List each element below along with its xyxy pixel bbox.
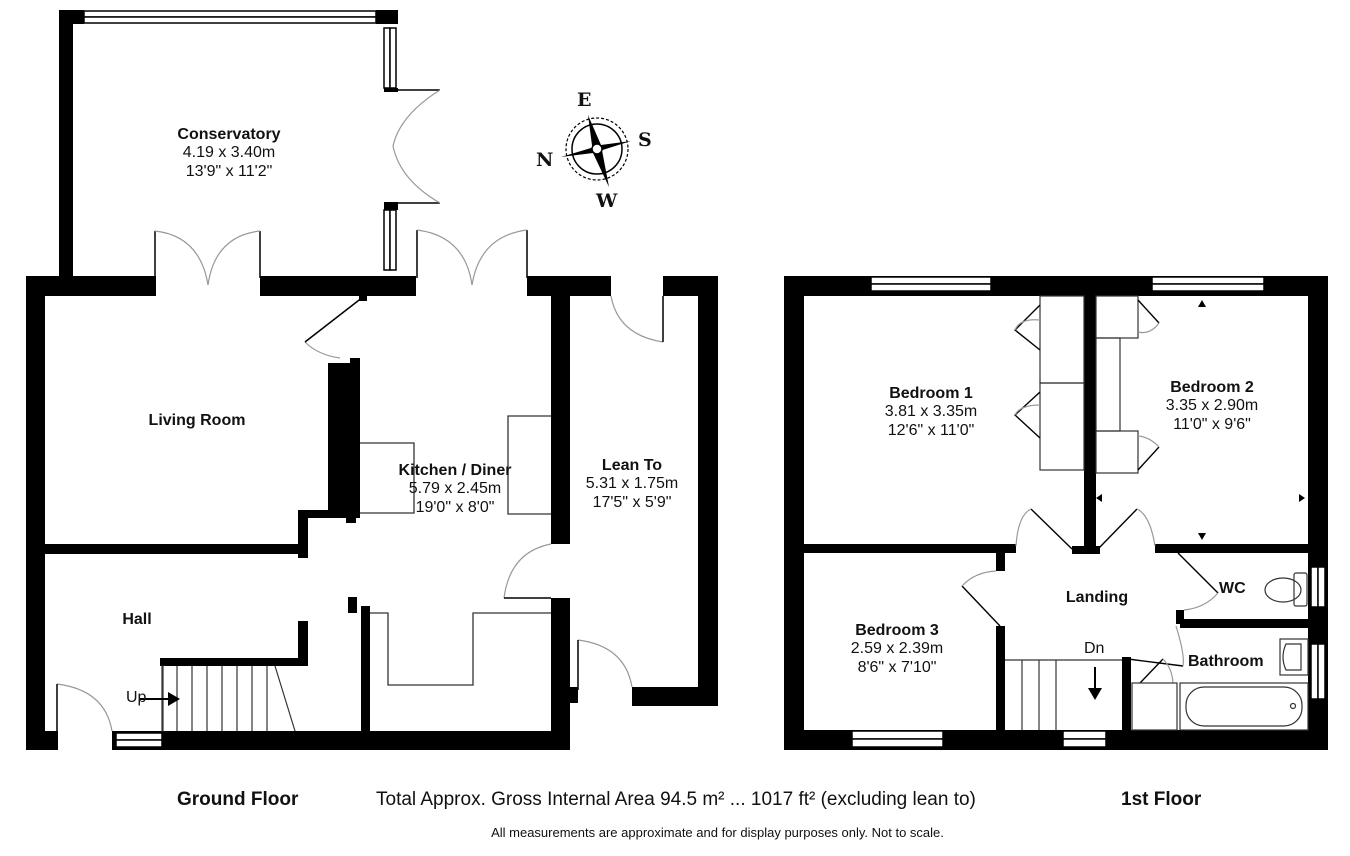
compass-west: W bbox=[596, 190, 618, 212]
room-name: Conservatory bbox=[177, 126, 281, 143]
room-imperial: 11'0" x 9'6" bbox=[1173, 415, 1251, 433]
total-area-caption: Total Approx. Gross Internal Area 94.5 m… bbox=[376, 789, 976, 810]
room-label-conservatory: Conservatory 4.19 x 3.40m 13'9" x 11'2" bbox=[177, 126, 280, 181]
dimension-markers bbox=[1096, 300, 1305, 540]
room-metric: 5.31 x 1.75m bbox=[585, 475, 679, 493]
bathroom-fixtures bbox=[1131, 572, 1309, 731]
room-name: Lean To bbox=[601, 457, 663, 474]
kitchen-units bbox=[360, 415, 551, 686]
room-name: Landing bbox=[1065, 589, 1129, 606]
room-name: Hall bbox=[122, 611, 152, 628]
first-floor-caption: 1st Floor bbox=[1121, 789, 1202, 810]
ground-stairs bbox=[140, 665, 296, 732]
first-stairs bbox=[1005, 659, 1122, 730]
room-metric: 2.59 x 2.39m bbox=[850, 640, 944, 658]
room-label-bedroom-2: Bedroom 2 3.35 x 2.90m 11'0" x 9'6" bbox=[1166, 379, 1259, 434]
compass-north: N bbox=[536, 149, 554, 171]
room-imperial: 17'5" x 5'9" bbox=[592, 493, 672, 511]
room-name: Bedroom 2 bbox=[1170, 379, 1254, 396]
room-label-landing: Landing bbox=[1066, 589, 1128, 607]
room-name: Bedroom 3 bbox=[855, 622, 939, 639]
room-label-kitchen-diner: Kitchen / Diner 5.79 x 2.45m 19'0" x 8'0… bbox=[399, 462, 512, 517]
room-label-lean-to: Lean To 5.31 x 1.75m 17'5" x 5'9" bbox=[586, 457, 679, 512]
ground-floor-windows bbox=[83, 10, 397, 748]
compass-south: S bbox=[638, 129, 652, 151]
ground-floor-caption: Ground Floor bbox=[177, 789, 299, 810]
stairs-up-label: Up bbox=[126, 689, 147, 706]
wardrobes bbox=[1039, 295, 1139, 474]
up-arrow-icon bbox=[168, 692, 180, 706]
stairs-down-label: Dn bbox=[1084, 640, 1105, 657]
room-name: Kitchen / Diner bbox=[398, 462, 512, 479]
compass-rose-icon bbox=[561, 115, 631, 187]
room-label-wc: WC bbox=[1219, 580, 1246, 597]
ground-floor-walls bbox=[26, 10, 718, 750]
room-metric: 4.19 x 3.40m bbox=[182, 144, 276, 162]
room-metric: 5.79 x 2.45m bbox=[408, 480, 502, 498]
room-label-hall: Hall bbox=[122, 611, 151, 629]
room-imperial: 19'0" x 8'0" bbox=[415, 498, 495, 516]
room-imperial: 8'6" x 7'10" bbox=[857, 658, 937, 676]
room-imperial: 13'9" x 11'2" bbox=[185, 162, 273, 180]
room-label-living-room: Living Room bbox=[149, 412, 246, 430]
room-label-bedroom-1: Bedroom 1 3.81 x 3.35m 12'6" x 11'0" bbox=[885, 385, 978, 440]
room-metric: 3.81 x 3.35m bbox=[884, 403, 978, 421]
compass-east: E bbox=[577, 89, 592, 111]
room-metric: 3.35 x 2.90m bbox=[1165, 397, 1259, 415]
first-floor-windows bbox=[851, 276, 1326, 748]
ground-floor-doors bbox=[56, 89, 664, 732]
disclaimer: All measurements are approximate and for… bbox=[491, 825, 944, 840]
room-name: Living Room bbox=[148, 412, 246, 429]
room-label-bathroom: Bathroom bbox=[1188, 653, 1264, 670]
room-imperial: 12'6" x 11'0" bbox=[887, 421, 975, 439]
down-arrow-icon bbox=[1088, 688, 1102, 700]
room-label-bedroom-3: Bedroom 3 2.59 x 2.39m 8'6" x 7'10" bbox=[851, 622, 944, 677]
room-name: Bedroom 1 bbox=[889, 385, 973, 402]
